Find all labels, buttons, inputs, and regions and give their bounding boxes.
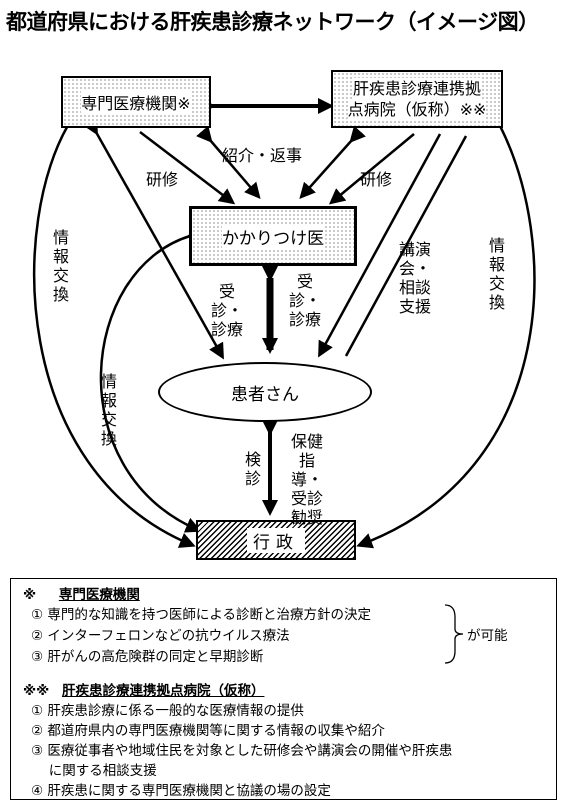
specialist-node: 専門医療機関※ xyxy=(61,76,211,128)
admin-node: 行政 xyxy=(196,520,356,560)
hub-label-line1: 肝疾患診療連携拠 xyxy=(352,78,481,99)
gp-node: かかりつけ医 xyxy=(189,206,357,266)
patient-node: 患者さん xyxy=(158,362,372,422)
label-consult-care-left: 受診・診療 xyxy=(210,282,243,339)
arrow-hub-admin xyxy=(356,107,536,549)
hub-node: 肝疾患診療連携拠 点病院（仮称）※※ xyxy=(331,70,503,128)
note-specialist-item-1: ① 専門的な知識を持つ医師による診断と治療方針の決定 xyxy=(31,607,371,623)
label-info-exchange-admin: 情報交換 xyxy=(100,372,117,448)
label-health-guidance: 保健指導・受診勧奨 xyxy=(290,432,323,527)
arrow-specialist-admin xyxy=(32,107,196,548)
brace-icon xyxy=(444,604,464,664)
label-consult-care-right: 受診・診療 xyxy=(288,272,321,329)
note-specialist-item-2: ② インターフェロンなどの抗ウイルス療法 xyxy=(31,628,290,644)
note-hub-item-3: ③ 医療従事者や地域住民を対象とした研修会や講演会の開催や肝疾患 xyxy=(31,743,453,759)
gp-label: かかりつけ医 xyxy=(221,223,325,249)
note-hub-mark: ※※ xyxy=(23,683,50,699)
note-specialist-mark: ※ xyxy=(23,587,37,603)
patient-label: 患者さん xyxy=(231,384,299,405)
note-hub-item-4: ④ 肝疾患に関する専門医療機関と協議の場の設定 xyxy=(31,783,331,799)
label-info-exchange-right: 情報交換 xyxy=(488,236,505,312)
note-hub-title: 肝疾患診療連携拠点病院（仮称） xyxy=(61,683,265,699)
specialist-label: 専門医療機関※ xyxy=(81,90,191,114)
note-hub-heading: ※※ 肝疾患診療連携拠点病院（仮称） xyxy=(23,679,264,699)
note-hub-item-3-cont: に関する相談支援 xyxy=(31,763,157,779)
label-checkup: 検診 xyxy=(244,450,261,488)
label-referral: 紹介・返事 xyxy=(222,146,303,165)
note-specialist-title: 専門医療機関 xyxy=(58,587,140,603)
label-info-exchange-left: 情報交換 xyxy=(52,228,69,304)
note-hub-item-1: ① 肝疾患診療に係る一般的な医療情報の提供 xyxy=(31,703,304,719)
note-specialist-heading: ※ 専門医療機関 xyxy=(23,583,140,603)
note-hub-item-2: ② 都道府県内の専門医療機関等に関する情報の収集や紹介 xyxy=(31,723,385,739)
admin-label: 行政 xyxy=(247,527,305,553)
note-specialist-suffix: が可能 xyxy=(467,628,508,644)
arrow-referral-right xyxy=(299,125,366,199)
page-title: 都道府県における肝疾患診療ネットワーク（イメージ図） xyxy=(6,10,539,34)
note-specialist-item-3: ③ 肝がんの高危険群の同定と早期診断 xyxy=(31,649,264,665)
label-training-right: 研修 xyxy=(360,170,393,189)
label-lecture-support: 講演会・相談支援 xyxy=(398,240,431,316)
notes-box: ※ 専門医療機関 ① 専門的な知識を持つ医師による診断と治療方針の決定 ② イン… xyxy=(10,578,557,800)
hub-label-line2: 点病院（仮称）※※ xyxy=(347,99,487,120)
label-training-left: 研修 xyxy=(146,170,179,189)
arrow-gp-admin xyxy=(99,224,204,533)
